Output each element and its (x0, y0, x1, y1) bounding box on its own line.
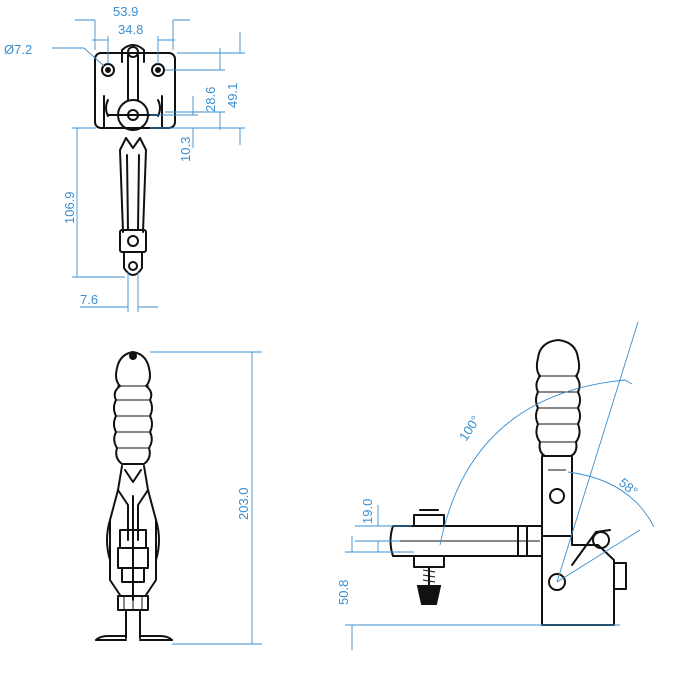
dim-203-0: 203.0 (150, 351, 262, 645)
svg-text:Ø7.2: Ø7.2 (4, 42, 32, 57)
dim-50-8: 50.8 (336, 536, 620, 650)
svg-text:53.9: 53.9 (113, 4, 138, 19)
dim-28-6: 28.6 (165, 48, 225, 130)
dim-hole-diameter: Ø7.2 (4, 42, 105, 67)
dim-53-9: 53.9 (75, 4, 190, 50)
dim-19-0: 19.0 (355, 499, 412, 552)
svg-text:58°: 58° (616, 475, 641, 499)
dim-7-6: 7.6 (80, 272, 158, 312)
svg-text:49.1: 49.1 (225, 83, 240, 108)
dim-34-8: 34.8 (92, 22, 175, 64)
svg-text:34.8: 34.8 (118, 22, 143, 37)
svg-text:100°: 100° (456, 413, 483, 444)
svg-text:7.6: 7.6 (80, 292, 98, 307)
handle-shank-side (541, 455, 573, 537)
dim-106-9: 106.9 (62, 127, 125, 278)
handle-knob-front (113, 351, 153, 465)
svg-text:106.9: 106.9 (62, 191, 77, 224)
svg-text:28.6: 28.6 (203, 87, 218, 112)
front-view: 203.0 (95, 351, 262, 645)
svg-text:10.3: 10.3 (178, 137, 193, 162)
handle-arm-top (119, 137, 147, 233)
spindle-upper-nut (413, 514, 445, 527)
svg-text:19.0: 19.0 (360, 499, 375, 524)
top-body-slot (121, 44, 145, 63)
handle-nut-top (119, 229, 147, 253)
handle-knob-side (535, 339, 581, 457)
top-view: 53.9 34.8 Ø7.2 28.6 49.1 (4, 4, 245, 312)
spindle-lower-nut (413, 555, 445, 568)
svg-text:203.0: 203.0 (236, 487, 251, 520)
spindle-tip (416, 585, 442, 605)
side-view: 100° 58° 19.0 50.8 (336, 321, 655, 650)
grip-end-top (123, 251, 143, 276)
dim-10-3: 10.3 (150, 96, 198, 162)
svg-text:50.8: 50.8 (336, 580, 351, 605)
base-plate-top (94, 52, 176, 129)
